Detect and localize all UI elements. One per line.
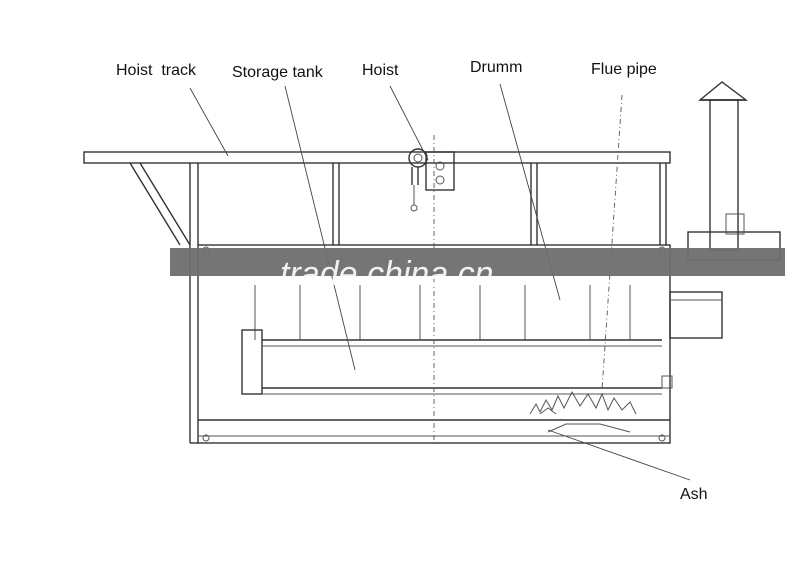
label-hoist-track: Hoist track (116, 62, 197, 79)
watermark-band (170, 248, 785, 276)
hoist (408, 148, 455, 212)
flue-pipe (669, 81, 781, 339)
flame (529, 390, 637, 433)
storage-tank-inner (241, 329, 673, 395)
watermark-text: trade.china.cn (280, 255, 494, 293)
label-ash: Ash (680, 486, 708, 503)
flue-center-line (601, 94, 623, 391)
label-storage-tank: Storage tank (232, 64, 324, 81)
label-drumm: Drumm (470, 59, 522, 76)
drum (254, 285, 631, 340)
label-hoist: Hoist (362, 62, 399, 79)
hoist-track-beam (83, 151, 671, 246)
leader-lines (189, 83, 691, 481)
label-flue-pipe: Flue pipe (591, 61, 657, 78)
